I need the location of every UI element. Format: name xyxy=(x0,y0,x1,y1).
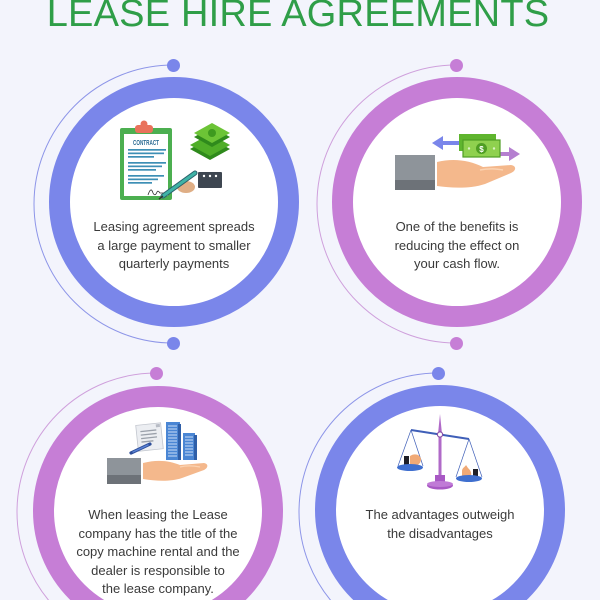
card-1-line: a large payment to smaller xyxy=(97,237,251,253)
card-4-top-dot xyxy=(432,367,445,380)
card-3-line: dealer is responsible to xyxy=(91,562,225,578)
card-3-line: copy machine rental and the xyxy=(76,544,240,559)
card-3-line: company has the title of the xyxy=(78,525,238,541)
contract-label: CONTRACT xyxy=(133,140,159,147)
card-2-ring xyxy=(332,77,582,327)
card-1-bottom-dot xyxy=(167,337,180,350)
card-1-top-dot xyxy=(167,59,180,72)
card-2-line: One of the benefits is xyxy=(395,219,519,234)
card-2-line: your cash flow. xyxy=(414,256,500,271)
page-title: LEASE HIRE AGREEMENTS xyxy=(46,0,550,35)
card-3-text: When leasing the Lease company has the t… xyxy=(58,506,258,599)
card-4-line: the disadvantages xyxy=(387,525,493,541)
card-1-line: Leasing agreement spreads xyxy=(93,219,255,234)
hand-money-transfer-icon: $ xyxy=(395,134,520,190)
hand-buildings-document-icon xyxy=(107,422,208,484)
card-3-line: the lease company. xyxy=(102,581,214,596)
card-2-top-dot xyxy=(450,59,463,72)
contract-icon: CONTRACT xyxy=(120,120,230,200)
card-1-text: Leasing agreement spreads a large paymen… xyxy=(74,218,274,274)
card-3-top-dot xyxy=(150,367,163,380)
card-4-line: The advantages outweigh xyxy=(365,507,515,522)
card-1-line: quarterly payments xyxy=(118,256,230,271)
card-3-line: When leasing the Lease xyxy=(88,507,228,522)
balance-scale-icon xyxy=(397,414,483,490)
card-2-bottom-dot xyxy=(450,337,463,350)
card-2-text: One of the benefits is reducing the effe… xyxy=(357,218,557,274)
card-2-line: reducing the effect on xyxy=(394,237,520,253)
card-4-text: The advantages outweigh the disadvantage… xyxy=(340,506,540,543)
dollar-sign: $ xyxy=(479,145,484,154)
